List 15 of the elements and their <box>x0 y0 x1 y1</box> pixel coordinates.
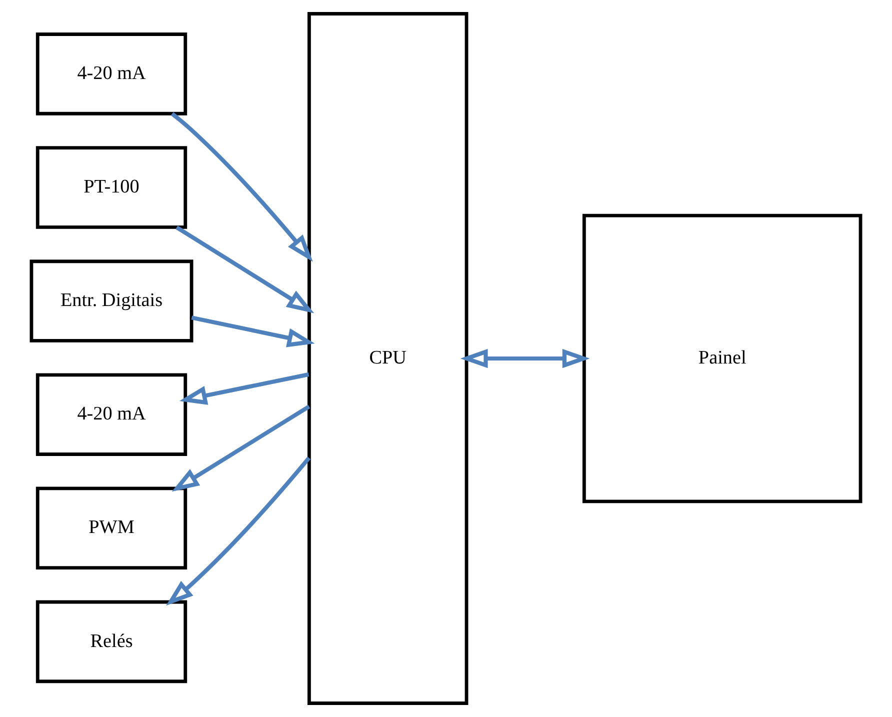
node-box: Painel <box>582 214 862 504</box>
node-box: PT-100 <box>36 146 188 229</box>
arrow <box>191 316 315 348</box>
node-box: 4-20 mA <box>36 373 188 456</box>
arrow <box>170 112 313 262</box>
node-box: 4-20 mA <box>36 32 188 116</box>
arrow <box>460 348 590 368</box>
node-box: Entr. Digitais <box>30 260 194 342</box>
arrow <box>166 456 311 606</box>
arrow <box>179 372 310 405</box>
node-box: PWM <box>36 486 188 570</box>
arrow <box>172 404 310 492</box>
arrow <box>176 226 314 314</box>
node-box: CPU <box>307 12 468 705</box>
node-box: Relés <box>36 600 188 684</box>
